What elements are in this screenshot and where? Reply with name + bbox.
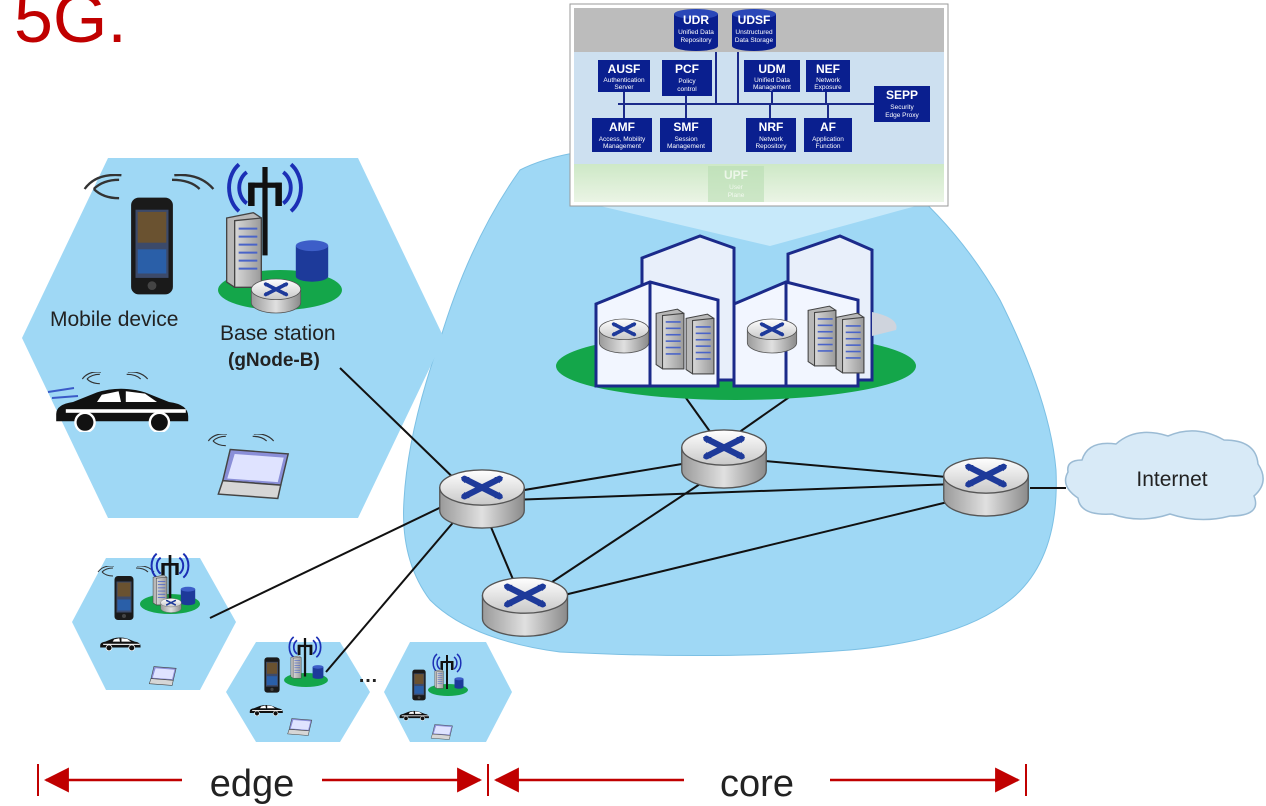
nf-udr-name: UDR — [683, 13, 709, 27]
nf-ausf-desc1: Authentication — [603, 77, 645, 84]
nf-pcf-desc2: control — [677, 86, 697, 93]
nf-ausf: AUSF Authentication Server — [598, 60, 650, 92]
nf-smf-desc2: Management — [667, 143, 705, 150]
nf-pcf-desc1: Policy — [678, 78, 696, 85]
small2-storage — [312, 665, 324, 679]
edge-label: edge — [210, 763, 295, 805]
nf-udm-desc2: Management — [753, 84, 791, 91]
nf-nrf: NRF Network Repository — [746, 118, 796, 152]
small2-laptop — [287, 718, 313, 736]
nf-af-desc2: Function — [816, 143, 841, 150]
nf-af: AF Application Function — [804, 118, 852, 152]
nf-upf-name: UPF — [724, 168, 748, 182]
core-label: core — [720, 763, 794, 805]
nf-smf-name: SMF — [673, 120, 698, 134]
small2-server — [290, 655, 302, 679]
more-cells-ellipsis: … — [358, 665, 378, 687]
inset-projection — [600, 206, 916, 246]
car-speed-lines — [47, 387, 79, 399]
nf-nrf-name: NRF — [759, 120, 784, 134]
nf-nrf-desc1: Network — [759, 136, 784, 143]
laptop-device — [217, 448, 290, 500]
nf-udsf-name: UDSF — [738, 13, 771, 27]
nf-udsf-desc1: Unstructured — [735, 29, 773, 36]
small3-storage — [454, 677, 464, 689]
edge-cell-main — [22, 158, 444, 518]
network-links — [209, 367, 1066, 673]
datacenter-server-2a — [807, 305, 837, 367]
nf-nef-desc2: Exposure — [814, 84, 842, 91]
small3-phone — [412, 669, 426, 701]
nf-nrf-desc2: Repository — [755, 143, 787, 150]
internet-label: Internet — [1136, 468, 1207, 491]
datacenter-server-2b — [835, 312, 865, 374]
mobile-device-label: Mobile device — [50, 308, 178, 331]
base-station-label: Base station — [220, 322, 336, 345]
internet-cloud: Internet — [1064, 430, 1264, 521]
nf-udm-desc1: Unified Data — [754, 77, 790, 84]
core-router-bottom — [482, 578, 567, 636]
nf-amf: AMF Access, Mobility Management — [592, 118, 652, 152]
nf-sepp-name: SEPP — [886, 88, 918, 102]
nf-pcf-name: PCF — [675, 62, 699, 76]
nf-amf-desc2: Management — [603, 143, 641, 150]
nf-nef: NEF Network Exposure — [806, 60, 850, 92]
edge-span-markers — [37, 764, 1027, 796]
small1-storage — [180, 586, 196, 606]
nf-nef-name: NEF — [816, 62, 840, 76]
nf-udr-desc1: Unified Data — [678, 29, 714, 36]
nf-af-desc1: Application — [812, 136, 844, 143]
nf-upf-desc1: User — [729, 184, 744, 191]
edge-cell-small-2 — [226, 642, 370, 742]
nf-sepp-desc2: Edge Proxy — [885, 112, 919, 119]
nf-upf: UPF User Plane — [708, 166, 764, 202]
nf-udr: UDR Unified Data Repository — [674, 9, 718, 51]
base-station-router — [250, 278, 302, 314]
core-router-center — [682, 430, 766, 488]
nf-sepp-desc1: Security — [890, 104, 914, 111]
nf-udm: UDM Unified Data Management — [744, 60, 800, 92]
small2-phone — [264, 657, 280, 693]
small1-router — [160, 598, 182, 613]
gnodeb-label: (gNode-B) — [228, 350, 320, 371]
datacenter-router-2 — [746, 318, 798, 354]
nf-smf-desc1: Session — [674, 136, 698, 143]
base-station-storage — [295, 240, 329, 282]
nf-udr-desc2: Repository — [680, 37, 712, 44]
nf-smf: SMF Session Management — [660, 118, 712, 152]
nf-upf-desc2: Plane — [728, 192, 745, 199]
nf-amf-desc1: Access, Mobility — [599, 136, 646, 143]
nf-nef-desc1: Network — [816, 77, 841, 84]
nf-udsf-desc2: Data Storage — [735, 37, 774, 44]
small3-laptop — [430, 724, 453, 740]
nf-sepp: SEPP Security Edge Proxy — [874, 86, 930, 122]
title-fragment: 5G. — [14, 0, 127, 57]
datacenter-server-1b — [685, 313, 715, 375]
mobile-phone — [131, 197, 173, 295]
small1-laptop — [148, 666, 177, 686]
nf-udm-name: UDM — [758, 62, 785, 76]
nf-udsf: UDSF Unstructured Data Storage — [732, 9, 776, 51]
nf-amf-name: AMF — [609, 120, 635, 134]
datacenter-server-1a — [655, 308, 685, 370]
nf-ausf-desc2: Server — [614, 84, 634, 91]
base-station-server — [225, 211, 263, 289]
small1-phone — [114, 576, 134, 620]
core-router-right — [944, 458, 1028, 516]
datacenter-router-1 — [598, 318, 650, 354]
small3-server — [434, 669, 444, 689]
nf-af-name: AF — [820, 120, 836, 134]
nf-pcf: PCF Policy control — [662, 60, 712, 96]
nf-ausf-name: AUSF — [608, 62, 641, 76]
core-router-left — [440, 470, 524, 528]
